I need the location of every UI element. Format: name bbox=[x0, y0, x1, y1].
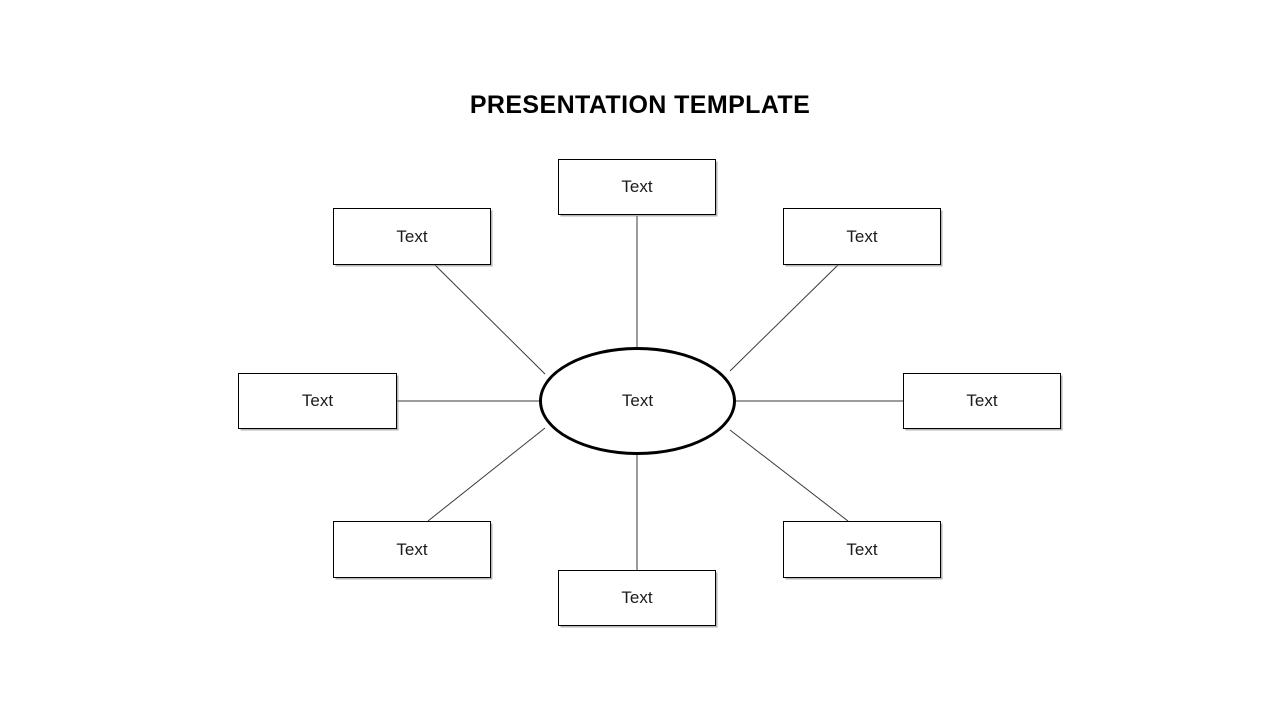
node-label: Text bbox=[396, 539, 428, 559]
node-left[interactable]: Text bbox=[238, 373, 397, 429]
node-right[interactable]: Text bbox=[903, 373, 1061, 429]
node-bottom-right[interactable]: Text bbox=[783, 521, 941, 578]
node-label: Text bbox=[301, 391, 334, 410]
connector-bottom-left bbox=[427, 427, 546, 522]
connector-top-left bbox=[434, 264, 546, 375]
node-top[interactable]: Text bbox=[558, 159, 716, 215]
page-title: PRESENTATION TEMPLATE bbox=[469, 91, 811, 119]
connector-top-right bbox=[729, 264, 839, 372]
node-bottom-left[interactable]: Text bbox=[333, 521, 491, 578]
node-label: Text bbox=[396, 226, 428, 246]
node-top-right[interactable]: Text bbox=[783, 208, 941, 265]
node-top-left[interactable]: Text bbox=[333, 208, 491, 265]
node-label: Text bbox=[846, 539, 878, 559]
node-label: Text bbox=[846, 226, 878, 246]
node-label: Text bbox=[966, 391, 998, 410]
center-node-label: Text bbox=[621, 391, 654, 410]
connector-bottom-right bbox=[729, 429, 849, 522]
center-node-ellipse[interactable]: Text bbox=[539, 347, 736, 455]
node-bottom[interactable]: Text bbox=[558, 570, 716, 626]
node-label: Text bbox=[621, 177, 653, 196]
node-label: Text bbox=[621, 588, 653, 607]
